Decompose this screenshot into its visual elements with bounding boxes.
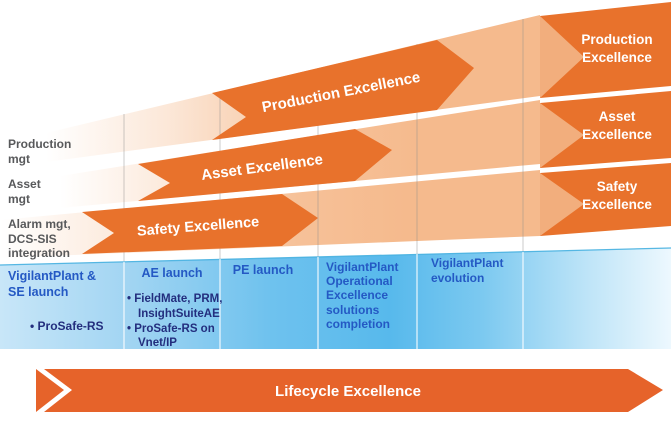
column-header: VigilantPlant: [326, 260, 398, 274]
block-label: Safety: [597, 179, 638, 194]
block-label: Production: [581, 32, 652, 47]
timeline-band-top-edge: [0, 247, 671, 266]
lifecycle-excellence-arrow: Lifecycle Excellence: [36, 369, 663, 412]
timeline-band-dividers: [123, 252, 524, 349]
column-header: Excellence: [326, 288, 388, 302]
timeline-column-3: PE launch: [233, 263, 293, 277]
arrow-tail-chevron-icon: [36, 369, 64, 412]
safety-excellence-arrow: [82, 194, 318, 254]
column-header: SE launch: [8, 285, 68, 299]
asset-excellence-arrow: [138, 129, 392, 201]
block-label: Excellence: [582, 127, 652, 142]
production-excellence-block: Production Excellence: [540, 2, 671, 98]
chevron-notch-icon: [540, 16, 584, 98]
column-header: PE launch: [233, 263, 293, 277]
arrow-body: [44, 369, 663, 412]
row-label-alarm-mgt: DCS-SIS: [8, 232, 57, 246]
row-label-asset-mgt: mgt: [8, 192, 30, 206]
bullet-item: InsightSuiteAE: [138, 308, 220, 320]
block-label: Excellence: [582, 197, 652, 212]
column-header: evolution: [431, 271, 484, 285]
timeline-band: [0, 248, 671, 349]
column-header: VigilantPlant &: [8, 269, 96, 283]
row-label-production-mgt: mgt: [8, 152, 30, 166]
production-excellence-arrow: [212, 40, 474, 140]
bullet-item: • ProSafe-RS: [30, 319, 104, 333]
timeline-column-4: VigilantPlant Operational Excellence sol…: [326, 260, 398, 331]
timeline-column-5: VigilantPlant evolution: [431, 256, 503, 285]
block-label: Excellence: [582, 50, 652, 65]
timeline-column-1: VigilantPlant & SE launch • ProSafe-RS: [8, 269, 104, 333]
asset-excellence-block: Asset Excellence: [540, 91, 671, 168]
bullet-item: • ProSafe-RS on: [127, 323, 215, 335]
chevron-notch-icon: [540, 103, 584, 168]
column-header: Operational: [326, 274, 393, 288]
chevron-notch-icon: [540, 173, 584, 236]
safety-excellence-block: Safety Excellence: [540, 163, 671, 236]
row-label-alarm-mgt: integration: [8, 246, 70, 260]
bullet-item: Vnet/IP: [138, 337, 177, 349]
block-label: Asset: [599, 109, 636, 124]
column-header: AE launch: [141, 266, 202, 280]
column-header: solutions: [326, 303, 380, 317]
column-header: VigilantPlant: [431, 256, 503, 270]
left-row-labels: Production mgt Asset mgt Alarm mgt, DCS-…: [8, 137, 71, 260]
row-label-alarm-mgt: Alarm mgt,: [8, 217, 71, 231]
lifecycle-excellence-label: Lifecycle Excellence: [275, 383, 421, 400]
bullet-item: • FieldMate, PRM,: [127, 293, 222, 305]
row-label-asset-mgt: Asset: [8, 177, 41, 191]
column-header: completion: [326, 317, 390, 331]
timeline-column-2: AE launch • FieldMate, PRM, InsightSuite…: [127, 266, 222, 349]
row-label-production-mgt: Production: [8, 137, 71, 151]
